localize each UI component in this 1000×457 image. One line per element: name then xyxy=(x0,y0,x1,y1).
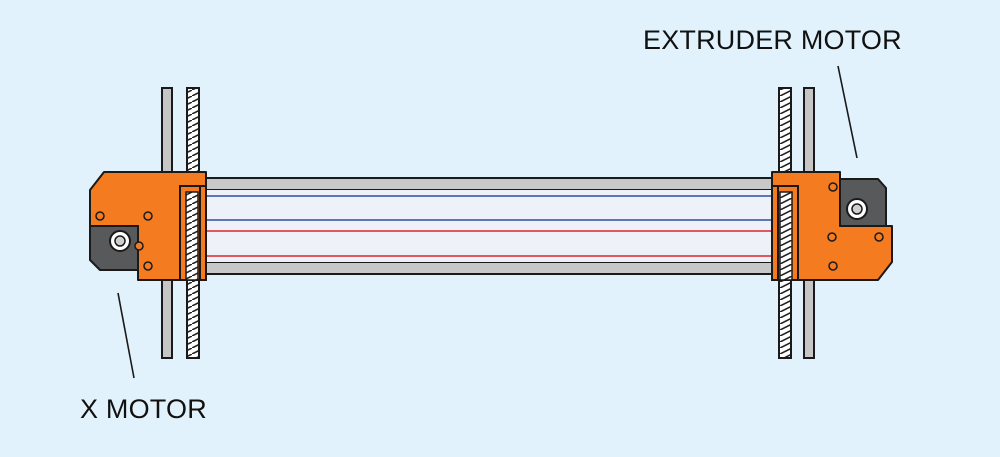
left-bracket-screw xyxy=(143,261,153,271)
right-bracket-screw xyxy=(874,232,884,242)
right-bracket-rod-guide xyxy=(771,185,779,281)
left-x-end xyxy=(89,171,207,281)
left-bracket-screw xyxy=(134,241,144,251)
right-x-end xyxy=(771,171,893,281)
x-motor-label: X MOTOR xyxy=(80,394,207,424)
bottom-horizontal-rod xyxy=(199,261,783,275)
left-bracket-screw xyxy=(143,211,153,221)
right-bracket-screw xyxy=(828,261,838,271)
left-bracket-screw xyxy=(95,211,105,221)
left-bracket-rod-guide xyxy=(199,185,207,281)
extruder-motor-leader xyxy=(837,65,858,159)
right-bracket-screw xyxy=(828,182,838,192)
x-motor-leader xyxy=(117,292,135,379)
top-horizontal-rod xyxy=(199,177,783,191)
left-bracket xyxy=(89,171,207,281)
extruder-motor-shaft-inner xyxy=(851,203,863,215)
x-motor-shaft-inner xyxy=(114,235,126,247)
extruder-motor-label: EXTRUDER MOTOR xyxy=(643,25,902,55)
right-bracket-rod-slot xyxy=(779,191,793,281)
belt-area xyxy=(200,190,782,262)
left-bracket-rod-slot xyxy=(185,191,199,281)
right-bracket-screw xyxy=(827,232,837,242)
